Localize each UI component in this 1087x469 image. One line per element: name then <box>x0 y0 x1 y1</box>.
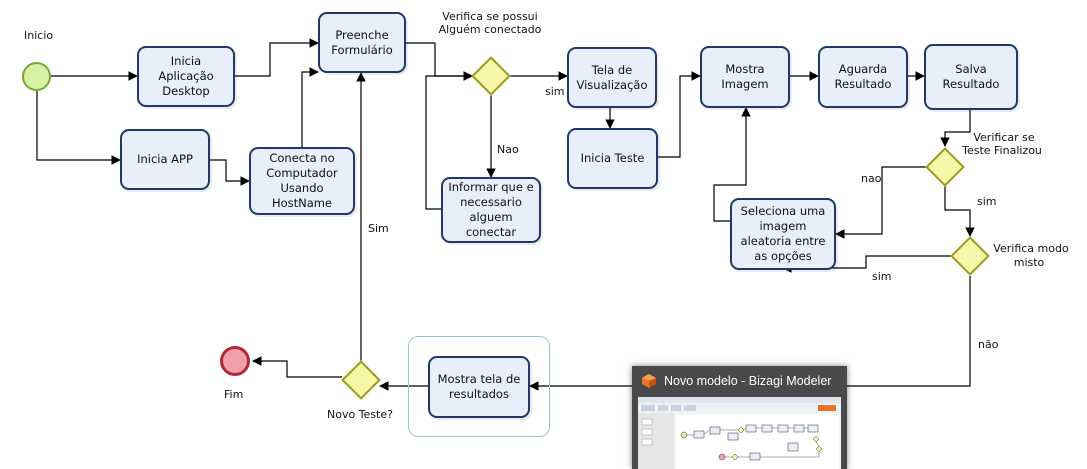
flow-finalizou-seleciona <box>835 166 926 239</box>
task-tela-visualizacao-label: Tela de Visualização <box>576 62 648 92</box>
flow-label-nao-informar: Nao <box>497 143 519 156</box>
flow-desktop-formulario <box>235 38 319 77</box>
task-mostra-imagem[interactable]: Mostra Imagem <box>700 46 790 108</box>
task-seleciona-imagem[interactable]: Seleciona uma imagem aleatoria entre as … <box>730 198 836 270</box>
task-salva-resultado-label: Salva Resultado <box>942 62 1000 91</box>
flow-finalizou-modo <box>944 186 975 237</box>
task-preenche-formulario-label: Preenche Formulário <box>331 27 393 57</box>
task-mostra-resultados-label: Mostra tela de resultados <box>437 372 521 401</box>
flow-label-nao-modo: não <box>978 338 999 351</box>
task-inicia-desktop-label: Inicia Aplicação Desktop <box>158 54 214 98</box>
taskbar-preview-window[interactable]: Novo modelo - Bizagi Modeler <box>632 366 847 469</box>
task-inicia-desktop[interactable]: Inicia Aplicação Desktop <box>137 46 235 107</box>
task-conecta-hostname-label: Conecta no Computador Usando HostName <box>266 151 338 210</box>
gateway-teste-finalizou-label-1: Verificar se <box>973 131 1035 144</box>
flow-novo-fim <box>252 356 342 378</box>
task-preenche-formulario[interactable]: Preenche Formulário <box>318 12 406 73</box>
task-inicia-teste[interactable]: Inicia Teste <box>567 128 658 189</box>
bizagi-logo-icon <box>642 374 656 388</box>
task-aguarda-resultado[interactable]: Aguarda Resultado <box>818 46 908 108</box>
gateway-verifica-conectado-label-2: Alguém conectado <box>438 23 542 36</box>
task-mostra-resultados[interactable]: Mostra tela de resultados <box>428 356 530 418</box>
task-informar-conectar[interactable]: Informar que e necessario alguem conecta… <box>441 177 541 243</box>
task-inicia-app[interactable]: Inicia APP <box>120 129 210 190</box>
task-inicia-app-label: Inicia APP <box>137 152 193 166</box>
preview-thumbnail-image <box>638 397 841 469</box>
flow-start-app <box>36 90 121 165</box>
end-event[interactable] <box>220 346 250 376</box>
task-mostra-imagem-label: Mostra Imagem <box>721 62 769 91</box>
flow-informar-gateway <box>425 71 473 210</box>
task-conecta-hostname[interactable]: Conecta no Computador Usando HostName <box>249 147 355 215</box>
flow-label-sim-modo: sim <box>872 270 892 283</box>
flow-label-sim-visualizacao: sim <box>545 85 565 98</box>
task-tela-visualizacao[interactable]: Tela de Visualização <box>567 47 657 108</box>
results-group <box>408 336 550 437</box>
flow-teste-imagem <box>658 71 701 158</box>
flow-app-conecta <box>210 159 250 186</box>
end-event-label: Fim <box>224 388 244 401</box>
flow-label-nao-finalizou: nao <box>861 172 882 185</box>
task-aguarda-resultado-label: Aguarda Resultado <box>834 62 892 91</box>
gateway-modo-misto-label-2: misto <box>1013 256 1045 269</box>
flow-conecta-formulario <box>301 67 319 147</box>
task-inicia-teste-label: Inicia Teste <box>580 151 645 165</box>
preview-window-title: Novo modelo - Bizagi Modeler <box>664 374 832 388</box>
gateway-verifica-conectado-label-1: Verifica se possui <box>442 10 538 23</box>
start-event[interactable] <box>22 62 51 91</box>
flow-label-sim-finalizou: sim <box>977 195 997 208</box>
task-informar-conectar-label: Informar que e necessario alguem conecta… <box>448 180 534 239</box>
flow-formulario-gateway <box>406 42 473 81</box>
preview-thumbnail <box>638 397 841 469</box>
task-seleciona-imagem-label: Seleciona uma imagem aleatoria entre as … <box>740 204 826 263</box>
task-salva-resultado[interactable]: Salva Resultado <box>924 44 1018 110</box>
start-event-label: Inicio <box>24 29 54 42</box>
gateway-novo-teste-label: Novo Teste? <box>327 408 393 421</box>
flow-seleciona-imagem <box>713 107 751 222</box>
gateway-modo-misto-label-1: Verifica modo <box>993 242 1069 255</box>
gateway-teste-finalizou-label-2: Teste Finalizou <box>962 144 1042 157</box>
flow-label-sim-novo: Sim <box>368 222 389 235</box>
flow-salva-finalizou <box>940 110 971 147</box>
